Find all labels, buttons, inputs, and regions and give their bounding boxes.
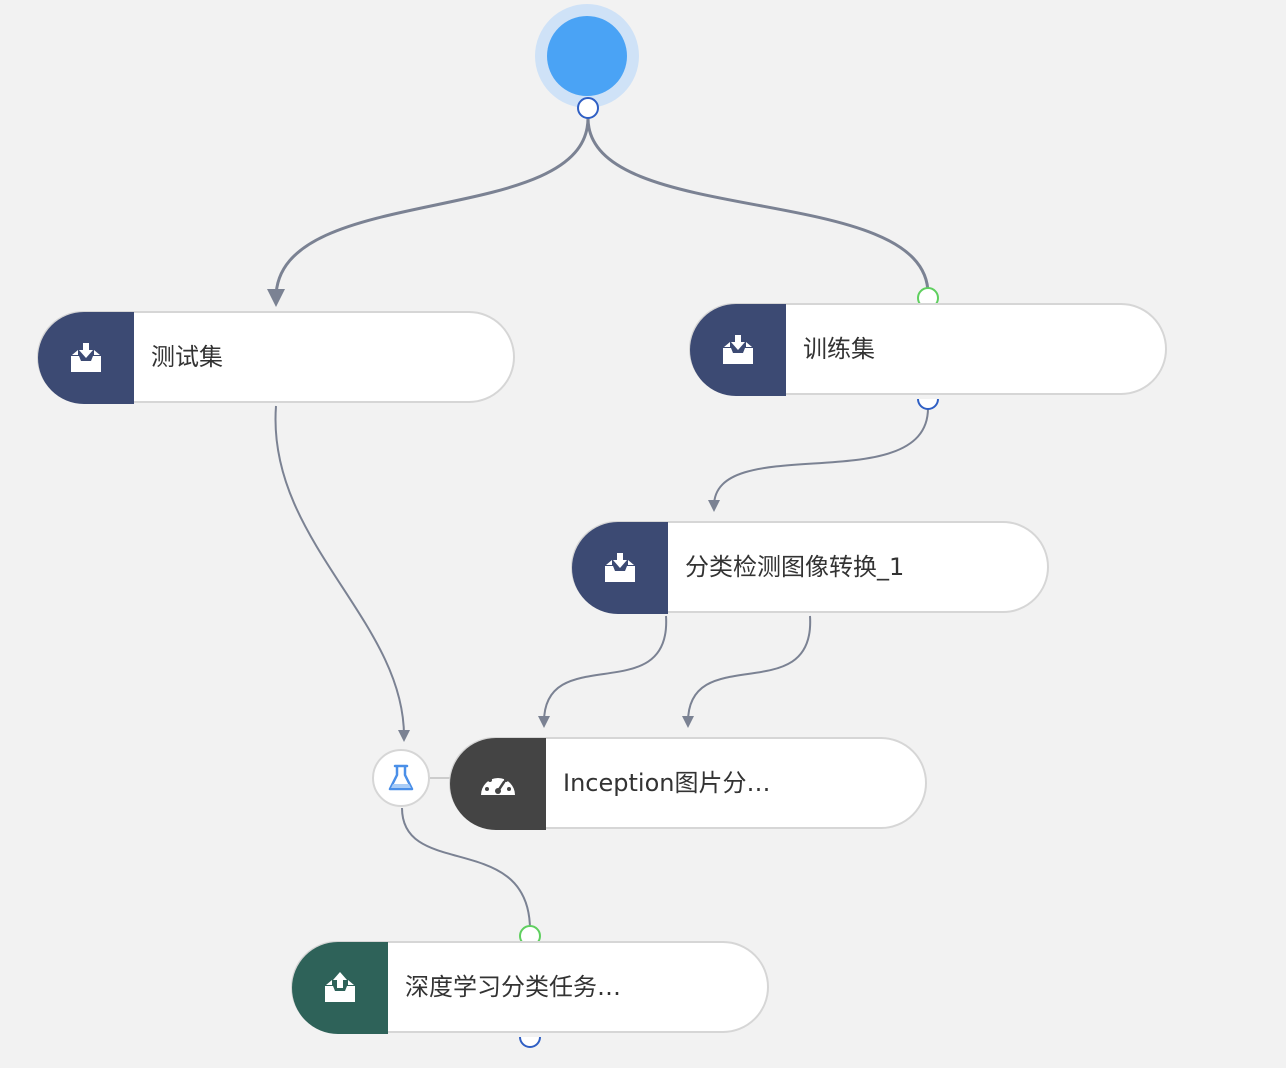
node-test-set[interactable]: 测试集	[37, 311, 515, 404]
node-task-icon-block	[292, 942, 388, 1034]
node-transform[interactable]: 分类检测图像转换_1	[571, 521, 1049, 614]
edge-start-to-train-set[interactable]	[586, 117, 930, 295]
node-transform-icon-block	[572, 522, 668, 614]
download-tray-icon	[71, 343, 101, 372]
edge-train-set-to-transform[interactable]	[708, 407, 929, 512]
node-inception-icon-block	[450, 738, 546, 830]
node-test-set-label: 测试集	[151, 343, 223, 371]
start-output-port[interactable]	[577, 97, 599, 119]
download-tray-icon	[723, 335, 753, 364]
node-train-set[interactable]: 训练集	[689, 303, 1167, 396]
node-inception[interactable]: Inception图片分…	[449, 737, 927, 830]
flask-icon	[388, 764, 414, 791]
edge-start-to-test-set[interactable]	[267, 117, 590, 307]
edge-evaluator-to-task[interactable]	[401, 807, 531, 931]
edge-transform-to-inception-2[interactable]	[682, 615, 812, 728]
node-task[interactable]: 深度学习分类任务…	[291, 941, 769, 1034]
node-inception-label: Inception图片分…	[563, 769, 771, 797]
node-train-set-icon-block	[690, 304, 786, 396]
node-train-set-label: 训练集	[803, 335, 875, 363]
upload-tray-icon	[325, 972, 355, 1002]
node-transform-label: 分类检测图像转换_1	[685, 553, 905, 581]
edge-test-set-to-evaluator[interactable]	[274, 405, 410, 742]
download-tray-icon	[605, 553, 635, 582]
evaluator-node[interactable]	[372, 749, 430, 807]
start-node[interactable]	[547, 16, 627, 96]
dashboard-gauge-icon	[481, 774, 515, 795]
node-task-label: 深度学习分类任务…	[405, 973, 621, 1001]
edge-transform-to-inception-1[interactable]	[538, 615, 668, 728]
node-test-set-icon-block	[38, 312, 134, 404]
